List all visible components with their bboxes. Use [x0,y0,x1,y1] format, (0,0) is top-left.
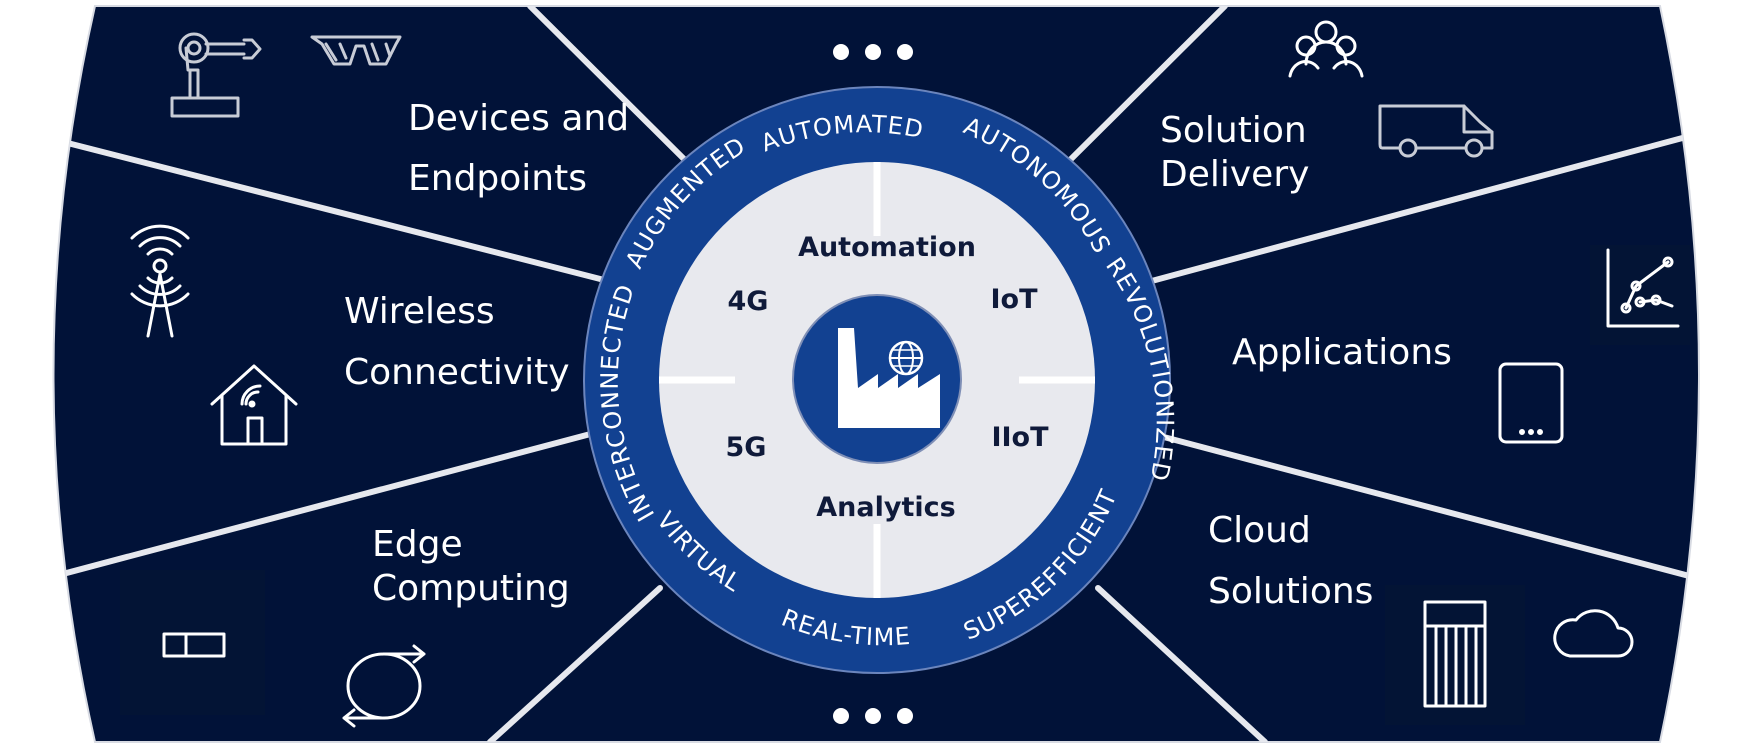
applications-label: Applications [1232,332,1452,373]
core-iiot-label: IIoT [991,422,1049,453]
divider-spoke [1157,433,1699,585]
cloud-icon [1553,609,1634,658]
analytics-chart-icon [1606,248,1680,328]
devices-label-line2: Endpoints [408,158,587,199]
core-analytics-label: Analytics [816,492,955,523]
top-more-dots-icon [833,44,913,60]
core-automation-label: Automation [798,232,976,263]
divider-spoke [1095,585,1268,742]
server-slot-icon [162,632,226,658]
cloud-label-line2: Solutions [1208,571,1373,612]
segment-dividers [53,6,1699,742]
smart-home-icon [210,364,298,446]
solution-label-line2: Delivery [1160,154,1309,195]
tablet-icon [1498,362,1564,444]
inner-cross [659,162,1095,598]
wireless-label-line2: Connectivity [344,352,570,393]
devices-label-line1: Devices and [408,98,629,139]
divider-spoke [53,135,615,285]
divider-spoke [1145,127,1699,285]
core-iot-label: IoT [990,284,1038,315]
smart-factory-globe-icon [838,328,940,428]
core-4g-label: 4G [728,286,769,317]
core-5g-label: 5G [726,432,767,463]
robot-arm-icon [170,32,262,118]
smart-glasses-icon [310,35,402,66]
delivery-van-icon [1378,104,1494,158]
solution-label-line1: Solution [1160,110,1307,151]
sync-cycle-icon [342,644,426,728]
antenna-icon [130,224,190,338]
cloud-label-line1: Cloud [1208,510,1311,551]
people-group-icon [1288,20,1364,78]
wireless-label-line1: Wireless [344,291,495,332]
divider-spoke [487,585,663,742]
icon-tiles [120,245,1690,725]
edge-label-line2: Computing [372,568,570,609]
bottom-more-dots-icon [833,708,913,724]
divider-spoke [53,429,601,583]
edge-label-line1: Edge [372,524,463,565]
divider-spoke [527,6,693,168]
server-rack-icon [1423,600,1487,708]
divider-spoke [1062,6,1228,168]
